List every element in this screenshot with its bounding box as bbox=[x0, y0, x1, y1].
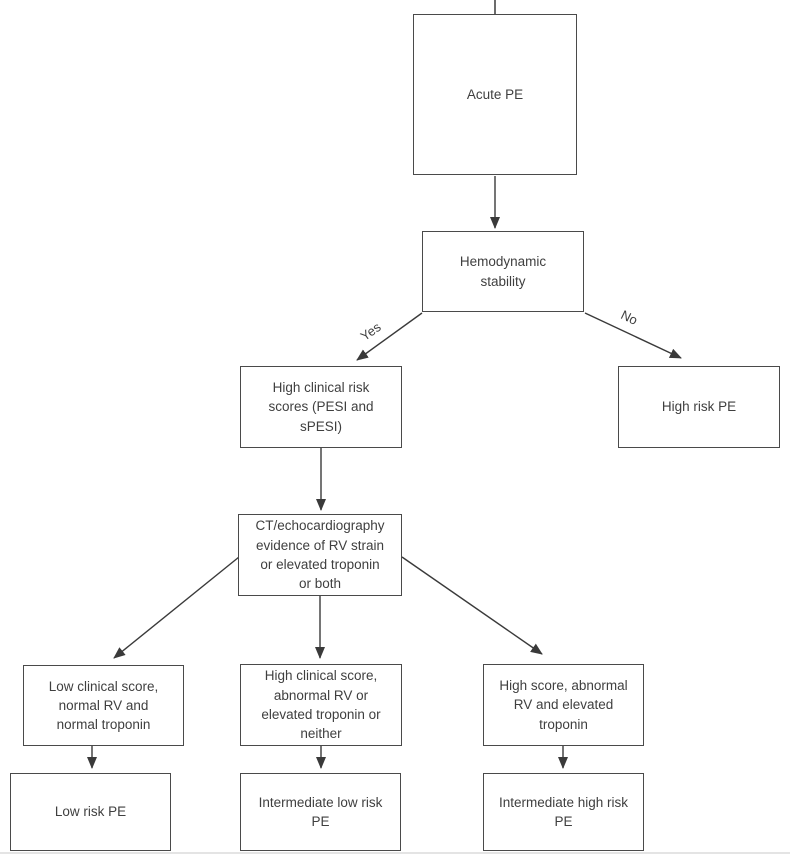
node-ct-echo-rv-strain: CT/echocardiography evidence of RV strai… bbox=[238, 514, 402, 596]
node-high-clinical-score: High clinical score, abnormal RV or elev… bbox=[240, 664, 402, 746]
edge-yes-to-risk-scores bbox=[356, 312, 423, 361]
node-high-score-abnormal-rv: High score, abnormal RV and elevated tro… bbox=[483, 664, 644, 746]
node-low-risk-pe: Low risk PE bbox=[10, 773, 171, 851]
node-intermediate-low-risk-pe: Intermediate low risk PE bbox=[240, 773, 401, 851]
node-hemodynamic-stability: Hemodynamic stability bbox=[422, 231, 584, 312]
node-high-risk-pe: High risk PE bbox=[618, 366, 780, 448]
edge-ct-to-high-score bbox=[401, 556, 543, 655]
node-low-clinical-score: Low clinical score, normal RV and normal… bbox=[23, 665, 184, 746]
edge-ct-to-low-score bbox=[113, 556, 240, 659]
node-high-clinical-risk-scores: High clinical risk scores (PESI and sPES… bbox=[240, 366, 402, 448]
node-acute-pe: Acute PE bbox=[413, 14, 577, 175]
node-intermediate-high-risk-pe: Intermediate high risk PE bbox=[483, 773, 644, 851]
edge-no-to-high-risk-pe bbox=[584, 312, 682, 359]
